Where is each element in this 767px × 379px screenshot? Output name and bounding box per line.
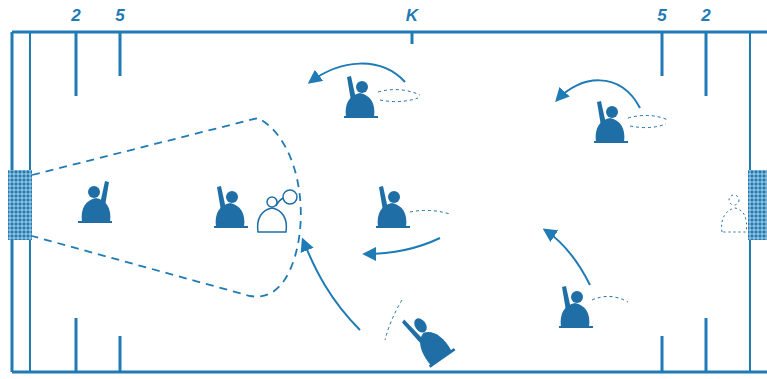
- goal: [8, 170, 32, 240]
- zone-dashed: [32, 118, 301, 297]
- players: [78, 76, 628, 367]
- faint-player: [722, 195, 747, 232]
- movement-arrow: [303, 64, 640, 330]
- marker-line: [76, 318, 706, 372]
- distance-label: 5: [657, 7, 666, 24]
- player-with-ball: [258, 190, 297, 232]
- distance-label: 2: [71, 7, 80, 24]
- center-mark: [411, 32, 414, 44]
- goal: [748, 170, 767, 240]
- pool-edge: [12, 371, 767, 374]
- marker-line: [76, 32, 706, 96]
- distance-label: 2: [701, 7, 710, 24]
- distance-label: 5: [115, 7, 124, 24]
- pool-edge: [12, 31, 767, 34]
- wake: [378, 90, 668, 340]
- center-label: K: [406, 7, 418, 24]
